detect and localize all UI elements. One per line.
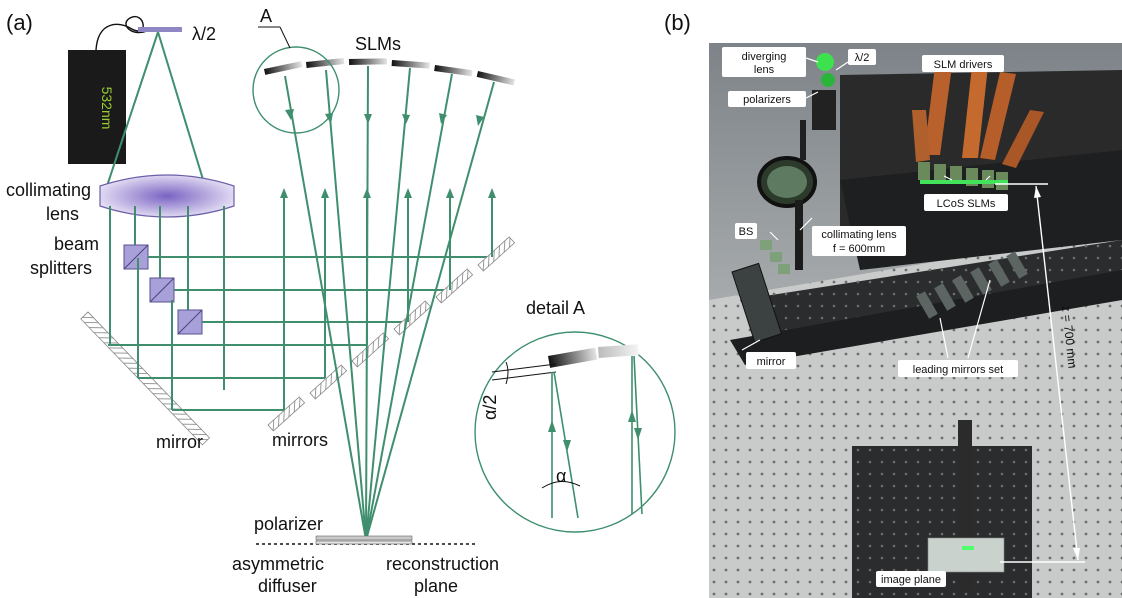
collimating-lens bbox=[99, 174, 235, 218]
photo-mirror-set bbox=[916, 251, 1028, 319]
beam-splitters bbox=[123, 244, 203, 335]
photo-collimating-lens-label-2: f = 600mm bbox=[833, 243, 885, 255]
detail-a-title: detail A bbox=[526, 298, 585, 318]
photo-slm-ribbons bbox=[912, 66, 1044, 168]
mirror-label: mirror bbox=[156, 432, 203, 452]
photo-lens-glass bbox=[767, 166, 807, 198]
diffuser-plate bbox=[315, 540, 413, 545]
detail-a-leader-2 bbox=[279, 26, 291, 49]
detail-a-marker-circle bbox=[252, 46, 340, 134]
photo-image-plane-label: image plane bbox=[881, 574, 941, 586]
polarizer-label: polarizer bbox=[254, 514, 323, 534]
collimated-beams bbox=[109, 206, 225, 390]
marker-a-label: A bbox=[260, 6, 272, 26]
photo-mirror-label: mirror bbox=[757, 356, 786, 368]
distance-label: z = 700 mm bbox=[1059, 305, 1080, 369]
laser-fiber bbox=[95, 15, 153, 51]
photo-bs-label: BS bbox=[739, 226, 754, 238]
asymmetric-diffuser-label-2: diffuser bbox=[258, 576, 317, 596]
panel-a-label: (a) bbox=[6, 10, 33, 35]
photo-bs-1 bbox=[760, 240, 772, 250]
panel-b-photo: (b) bbox=[664, 10, 1122, 598]
horizontal-beams bbox=[108, 256, 492, 411]
photo-half-wave-label: λ/2 bbox=[855, 52, 870, 64]
photo-slm-drivers-label: SLM drivers bbox=[934, 59, 993, 71]
distance-arrowhead-top bbox=[1034, 186, 1041, 198]
photo-polarizer-mount bbox=[812, 90, 836, 130]
distance-arrow bbox=[1035, 185, 1079, 561]
arrowheads-down bbox=[285, 109, 484, 126]
reconstruction-plane-label-1: reconstruction bbox=[386, 554, 499, 574]
slm-array bbox=[264, 58, 516, 86]
beam-splitters-label-2: splitters bbox=[30, 258, 92, 278]
photo-polarizers-label: polarizers bbox=[743, 94, 791, 106]
photo-post bbox=[800, 120, 806, 160]
mirror-feed-beams bbox=[109, 258, 173, 410]
photo-slm-row bbox=[918, 162, 1008, 190]
photo-bs-3 bbox=[778, 264, 790, 274]
half-wave-plate-label: λ/2 bbox=[192, 24, 216, 44]
mirrors-label: mirrors bbox=[272, 430, 328, 450]
panel-a-diagram: (a) 532nm λ/2 collimating lens bbox=[6, 6, 676, 596]
laser-body bbox=[68, 50, 126, 164]
half-wave-plate bbox=[138, 27, 182, 32]
photo-label-boxes bbox=[722, 47, 1018, 587]
photo-diverging-lens-label-2: lens bbox=[754, 64, 775, 76]
detail-slm-1 bbox=[548, 347, 598, 368]
detail-angle-lines bbox=[491, 361, 557, 385]
angle-label: α bbox=[556, 466, 566, 486]
converging-beams bbox=[284, 65, 495, 541]
beam-splitters-label-1: beam bbox=[54, 234, 99, 254]
photo-green-light bbox=[816, 53, 834, 71]
asymmetric-diffuser-label-1: asymmetric bbox=[232, 554, 324, 574]
laser-label: 532nm bbox=[99, 87, 115, 130]
detail-a-circle bbox=[474, 331, 676, 533]
panel-b-label: (b) bbox=[664, 10, 691, 35]
polarizer-plate bbox=[315, 535, 413, 541]
photo-leading-mirrors-label: leading mirrors set bbox=[913, 364, 1003, 376]
collimating-lens-label-2: lens bbox=[46, 204, 79, 224]
detail-slm-2 bbox=[598, 344, 639, 358]
detail-angle-arc bbox=[541, 481, 581, 489]
detail-arrowheads bbox=[548, 410, 642, 452]
distance-arrowhead-bottom bbox=[1073, 548, 1080, 560]
collimating-lens-label-1: collimating bbox=[6, 180, 91, 200]
photo-lcos-slms-label: LCoS SLMs bbox=[937, 198, 996, 210]
slms-label: SLMs bbox=[355, 34, 401, 54]
breadboard-front bbox=[730, 270, 1122, 365]
image-plane-spot bbox=[962, 546, 974, 550]
photo-mirror bbox=[731, 262, 783, 344]
diverging-beam bbox=[106, 31, 206, 187]
half-angle-label: α/2 bbox=[480, 395, 500, 420]
photo-lens-post bbox=[795, 200, 803, 270]
photo-green-light-2 bbox=[821, 73, 835, 87]
photo-diverging-lens-label-1: diverging bbox=[742, 51, 787, 63]
photo-collimating-lens-label-1: collimating lens bbox=[821, 229, 897, 241]
image-plane-screen bbox=[927, 537, 1005, 573]
photo-bs-2 bbox=[770, 252, 782, 262]
reconstruction-plane-label-2: plane bbox=[414, 576, 458, 596]
